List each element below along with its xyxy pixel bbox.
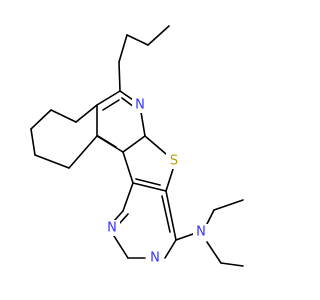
- bond: [213, 199, 244, 211]
- bond: [147, 25, 170, 46]
- bond: [97, 135, 117, 148]
- bond: [122, 182, 134, 212]
- label-background: [147, 250, 163, 266]
- bond: [135, 178, 161, 186]
- atom-labels: N S N N N: [104, 97, 209, 266]
- bond: [68, 135, 98, 169]
- bond: [34, 154, 70, 169]
- bond: [175, 233, 194, 241]
- bond: [30, 128, 36, 156]
- bond: [118, 61, 121, 92]
- pyrimidine-nitrogen-2: N: [147, 250, 163, 266]
- bond: [113, 210, 124, 222]
- bond: [75, 104, 98, 123]
- bonds: [30, 25, 244, 267]
- bond: [161, 195, 171, 233]
- structure-canvas: N S N N N: [30, 25, 244, 267]
- bond: [102, 99, 120, 111]
- bond: [118, 213, 129, 225]
- bond: [220, 262, 244, 267]
- bond: [118, 34, 128, 63]
- pyridine-nitrogen: N: [132, 97, 148, 113]
- label-background: [193, 224, 209, 240]
- bond: [113, 235, 129, 259]
- bond: [164, 239, 177, 259]
- bond: [206, 209, 215, 225]
- pyridine-nitrogen-label: N: [135, 98, 145, 113]
- molecule-structure: N S N N N: [30, 25, 244, 267]
- bond: [96, 90, 121, 106]
- pyrimidine-nitrogen-2-label: N: [150, 251, 160, 266]
- amine-nitrogen-label: N: [196, 225, 206, 240]
- label-background: [132, 97, 148, 113]
- bond: [132, 182, 167, 192]
- pyrimidine-nitrogen-1-label: N: [107, 221, 117, 236]
- bond: [140, 111, 146, 137]
- label-background: [104, 220, 120, 236]
- label-background: [166, 153, 182, 169]
- bond: [144, 135, 167, 155]
- bond: [165, 165, 175, 192]
- bond: [126, 34, 149, 46]
- amine-nitrogen: N: [193, 224, 209, 240]
- bond: [50, 109, 77, 123]
- bond: [122, 135, 146, 153]
- bond: [165, 190, 177, 241]
- sulfur-atom: S: [166, 153, 182, 169]
- bond: [206, 241, 222, 264]
- pyrimidine-nitrogen-1: N: [104, 220, 120, 236]
- bond: [122, 151, 134, 184]
- bond: [30, 109, 52, 130]
- sulfur-label: S: [170, 154, 178, 169]
